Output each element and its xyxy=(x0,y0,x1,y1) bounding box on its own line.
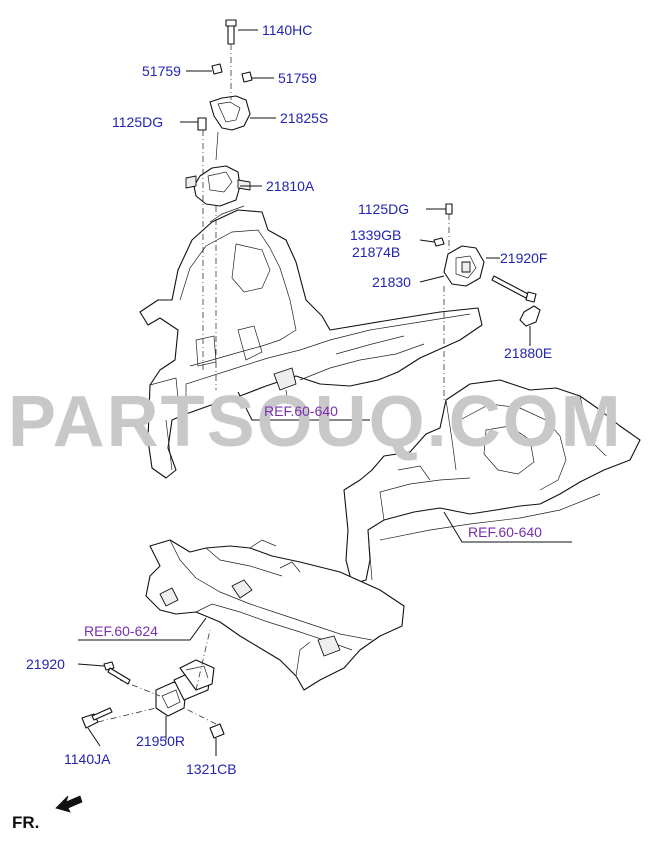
leader-lines xyxy=(77,29,572,756)
label-1125DG-right[interactable]: 1125DG xyxy=(358,201,409,217)
label-ref-60-624[interactable]: REF.60-624 xyxy=(84,623,158,639)
label-21920[interactable]: 21920 xyxy=(26,656,65,672)
label-21830[interactable]: 21830 xyxy=(372,274,411,290)
label-21950R[interactable]: 21950R xyxy=(136,733,185,749)
label-21874B[interactable]: 21874B xyxy=(352,244,400,260)
part-labels: 1140HC 51759 51759 1125DG 21825S 21810A … xyxy=(26,22,552,777)
right-mount-assembly xyxy=(433,203,541,327)
label-21825S[interactable]: 21825S xyxy=(280,110,328,126)
label-1140HC[interactable]: 1140HC xyxy=(262,22,312,38)
label-51759-right[interactable]: 51759 xyxy=(278,70,317,86)
label-21920F[interactable]: 21920F xyxy=(500,250,547,266)
upper-mount-assembly xyxy=(185,19,253,207)
label-1321CB[interactable]: 1321CB xyxy=(186,761,237,777)
label-51759-left[interactable]: 51759 xyxy=(142,63,181,79)
right-side-member-panel xyxy=(343,379,641,585)
front-subframe xyxy=(145,539,405,691)
lower-rod-mount xyxy=(81,659,225,739)
label-1125DG-upper[interactable]: 1125DG xyxy=(112,114,163,130)
label-21880E[interactable]: 21880E xyxy=(504,345,552,361)
front-arrow-icon xyxy=(55,795,83,813)
label-ref-60-640-lower[interactable]: REF.60-640 xyxy=(468,524,542,540)
label-21810A[interactable]: 21810A xyxy=(266,178,315,194)
front-direction-indicator: FR. xyxy=(12,795,83,832)
label-ref-60-640-upper[interactable]: REF.60-640 xyxy=(264,403,338,419)
assembly-center-lines xyxy=(97,44,450,725)
watermark: PARTSOUQ.COM xyxy=(8,382,623,462)
label-1140JA[interactable]: 1140JA xyxy=(64,751,111,767)
front-label: FR. xyxy=(12,813,39,832)
label-1339GB[interactable]: 1339GB xyxy=(350,227,401,243)
